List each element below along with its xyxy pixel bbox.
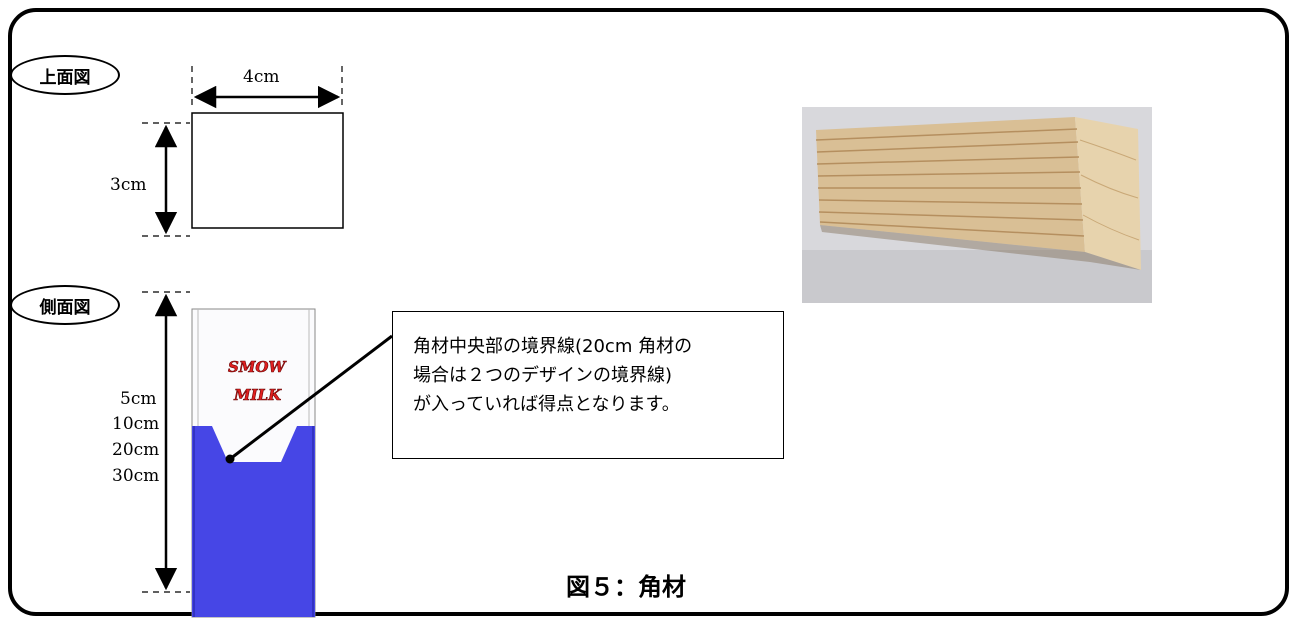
side-height-10: 10cm: [112, 414, 160, 434]
figure-frame: [8, 8, 1289, 616]
top-view-label: 上面図: [10, 55, 120, 95]
side-height-30: 30cm: [112, 466, 160, 486]
side-height-5: 5cm: [120, 389, 157, 409]
carton-text-1: SMOW: [228, 358, 288, 376]
top-height-label: 3cm: [110, 175, 147, 195]
wooden-block-photo: [802, 107, 1152, 303]
callout-box: 角材中央部の境界線(20cm 角材の 場合は２つのデザインの境界線) が入ってい…: [392, 311, 784, 459]
callout-line-1: 角材中央部の境界線(20cm 角材の: [413, 336, 693, 357]
side-height-20: 20cm: [112, 440, 160, 460]
top-width-label: 4cm: [243, 67, 280, 87]
figure-caption: 図５：角材: [566, 573, 686, 601]
carton-text-2: MILK: [233, 386, 282, 404]
callout-line-3: が入っていれば得点となります。: [413, 394, 680, 415]
top-view-rect: [191, 112, 344, 229]
milk-fill: [192, 426, 315, 617]
callout-line-2: 場合は２つのデザインの境界線): [413, 365, 673, 386]
callout-leader-dot: [225, 454, 235, 464]
callout-leader: [229, 334, 393, 461]
side-view-label: 側面図: [10, 285, 120, 325]
milk-carton: SMOW MILK: [191, 308, 316, 618]
